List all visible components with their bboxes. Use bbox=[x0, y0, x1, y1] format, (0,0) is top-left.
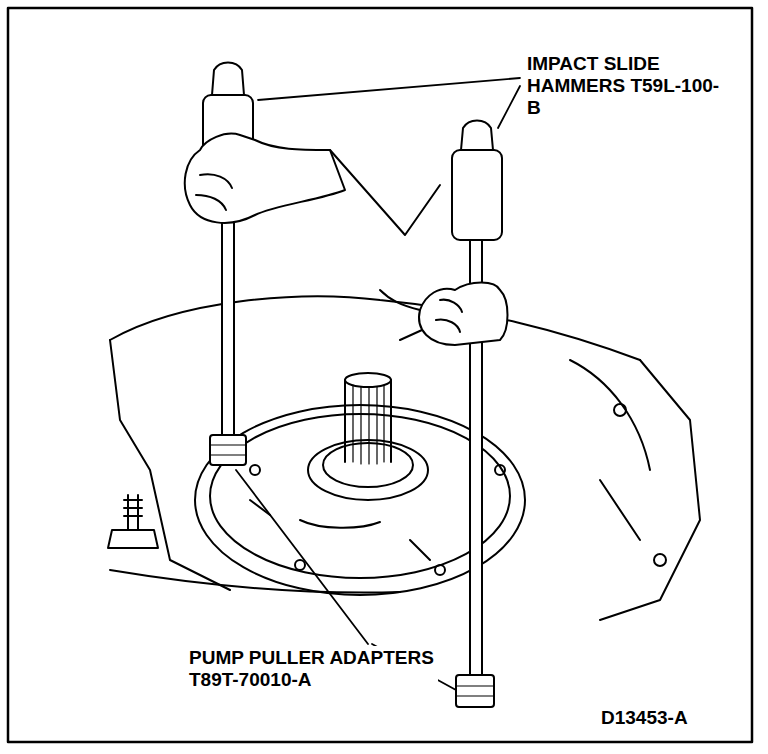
bolt-hole bbox=[250, 465, 260, 475]
wrist-outline bbox=[380, 290, 422, 340]
bolt bbox=[124, 495, 142, 530]
leader-line bbox=[258, 78, 520, 100]
hammer-rod bbox=[222, 190, 234, 435]
sleeve-outline bbox=[330, 150, 440, 235]
puller-adapter bbox=[210, 435, 246, 465]
figure-border bbox=[8, 8, 752, 742]
case-outline bbox=[110, 296, 640, 360]
case-hole bbox=[654, 554, 666, 566]
finger-lines bbox=[436, 300, 462, 332]
pump-hub bbox=[308, 440, 428, 500]
pump-seal bbox=[323, 443, 413, 487]
leader-line bbox=[236, 470, 368, 644]
hammer-weight bbox=[452, 150, 502, 240]
bolt-hole bbox=[435, 565, 445, 575]
finger-lines bbox=[196, 174, 232, 210]
figure-number: D13453-A bbox=[598, 706, 691, 730]
pump-detail bbox=[250, 500, 430, 560]
bolt-head bbox=[108, 530, 158, 548]
case-detail bbox=[570, 360, 650, 540]
adapter-flats bbox=[456, 686, 494, 696]
bolt-hole bbox=[295, 560, 305, 570]
callout-label: IMPACT SLIDE HAMMERS T59L-100-B bbox=[524, 52, 726, 120]
case-hole bbox=[614, 404, 626, 416]
bolt-hole bbox=[495, 465, 505, 475]
leader-line bbox=[498, 86, 520, 128]
left-hand bbox=[185, 134, 345, 223]
hammer-cap bbox=[461, 121, 493, 151]
shaft-splines bbox=[353, 385, 384, 464]
adapter-flats bbox=[210, 445, 246, 455]
case-flange bbox=[600, 360, 700, 620]
puller-adapter bbox=[456, 675, 494, 707]
hammer-cap bbox=[212, 63, 244, 96]
right-hand bbox=[419, 283, 507, 346]
callout-label: PUMP PULLER ADAPTERS T89T-70010-A bbox=[186, 646, 438, 692]
